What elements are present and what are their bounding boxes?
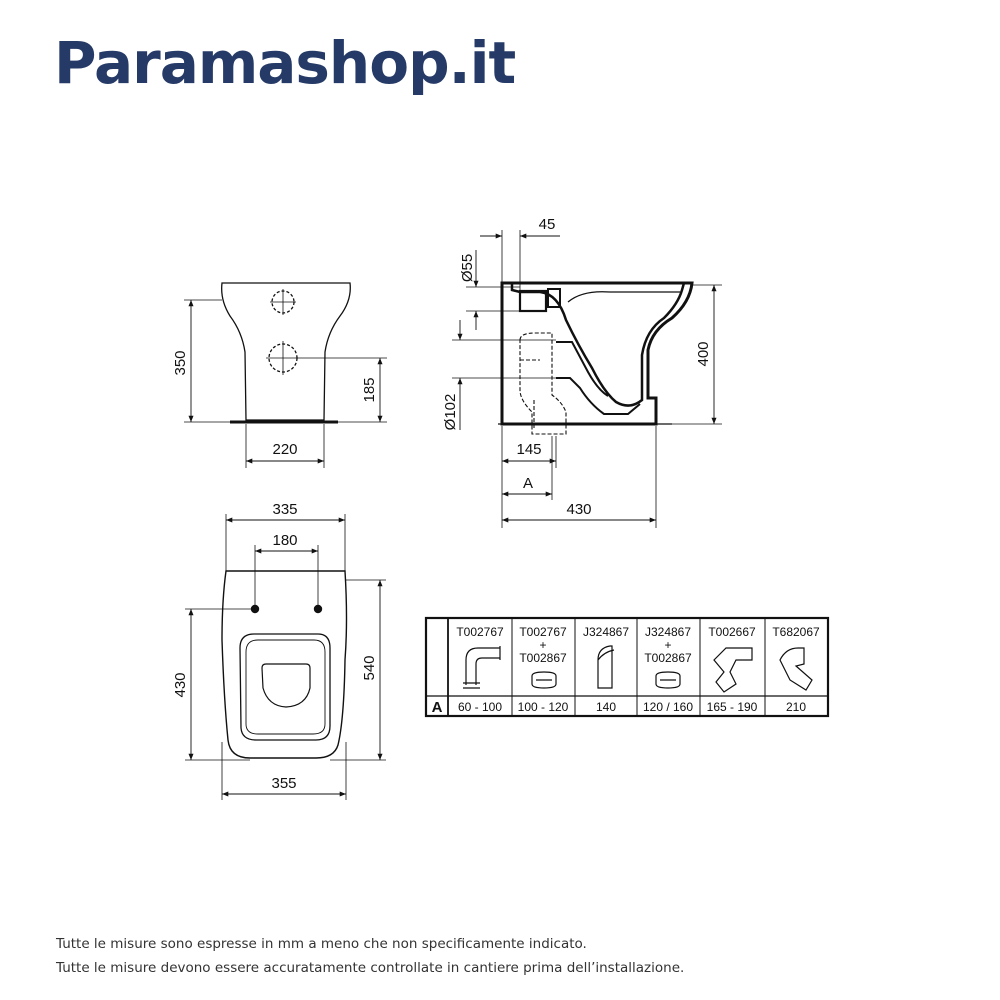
fitting-code-6-line-1: T682067 — [772, 625, 820, 639]
dim-side-inlet-dia: Ø55 — [459, 254, 476, 282]
fitting-icon-5 — [713, 647, 753, 693]
dim-top-fix-depth: 430 — [172, 672, 189, 697]
fitting-icon-3 — [597, 645, 615, 689]
fitting-code-1-line-1: T002767 — [456, 625, 504, 639]
fitting-value-2: 100 - 120 — [518, 700, 569, 714]
fitting-code-4-line-3: T002867 — [644, 651, 692, 665]
dim-top-length: 540 — [361, 655, 378, 680]
fitting-value-3: 140 — [596, 700, 616, 714]
note-line-2: Tutte le misure devono essere accuratame… — [56, 960, 685, 976]
dim-side-top-offset: 45 — [539, 216, 556, 233]
dim-side-a: A — [523, 475, 533, 492]
brand-logo: Paramashop.it — [54, 29, 516, 97]
note-line-1: Tutte le misure sono espresse in mm a me… — [56, 936, 587, 952]
top-view — [221, 570, 348, 759]
fitting-code-2-line-1: T002767 — [519, 625, 567, 639]
fittings-table: A — [424, 616, 830, 718]
top-dims — [185, 514, 386, 800]
dim-top-fix-spacing: 180 — [272, 532, 297, 549]
top-bowl-opening — [261, 663, 311, 708]
dim-front-height: 350 — [172, 350, 189, 375]
front-view — [184, 282, 387, 468]
fitting-value-6: 210 — [786, 700, 806, 714]
fitting-code-3-line-1: J324867 — [583, 625, 629, 639]
dim-top-bottom-width: 355 — [271, 775, 296, 792]
fitting-code-4-line-2: + — [664, 638, 671, 652]
fitting-icon-4 — [655, 671, 681, 689]
fitting-icon-1 — [463, 646, 501, 689]
side-pipe-dashed — [519, 332, 567, 435]
fitting-code-4-line-1: J324867 — [645, 625, 691, 639]
fitting-value-4: 120 / 160 — [643, 700, 693, 714]
fitting-icon-6 — [779, 647, 813, 691]
side-bowl-outline — [500, 281, 694, 426]
fitting-value-1: 60 - 100 — [458, 700, 502, 714]
fitting-icon-2 — [531, 671, 557, 689]
fitting-icons — [463, 645, 813, 693]
top-seat — [239, 633, 331, 741]
side-trap — [510, 282, 686, 407]
fitting-code-5-line-1: T002667 — [708, 625, 756, 639]
fixing-point-right — [313, 604, 323, 614]
dim-top-width: 335 — [272, 501, 297, 518]
fitting-code-2-line-2: + — [539, 638, 546, 652]
table-row-label: A — [432, 699, 443, 716]
dim-side-outlet-depth: 145 — [516, 441, 541, 458]
dim-front-width: 220 — [272, 441, 297, 458]
side-view — [498, 281, 694, 426]
dim-side-height: 400 — [695, 341, 712, 366]
side-dims — [452, 230, 722, 528]
top-bowl-outline — [221, 570, 348, 759]
dim-side-length: 430 — [566, 501, 591, 518]
dim-front-drain-height: 185 — [361, 377, 378, 402]
front-bowl-outline — [221, 282, 351, 421]
dim-side-outlet-dia: Ø102 — [442, 394, 459, 431]
fitting-value-5: 165 - 190 — [707, 700, 758, 714]
fitting-code-2-line-3: T002867 — [519, 651, 567, 665]
